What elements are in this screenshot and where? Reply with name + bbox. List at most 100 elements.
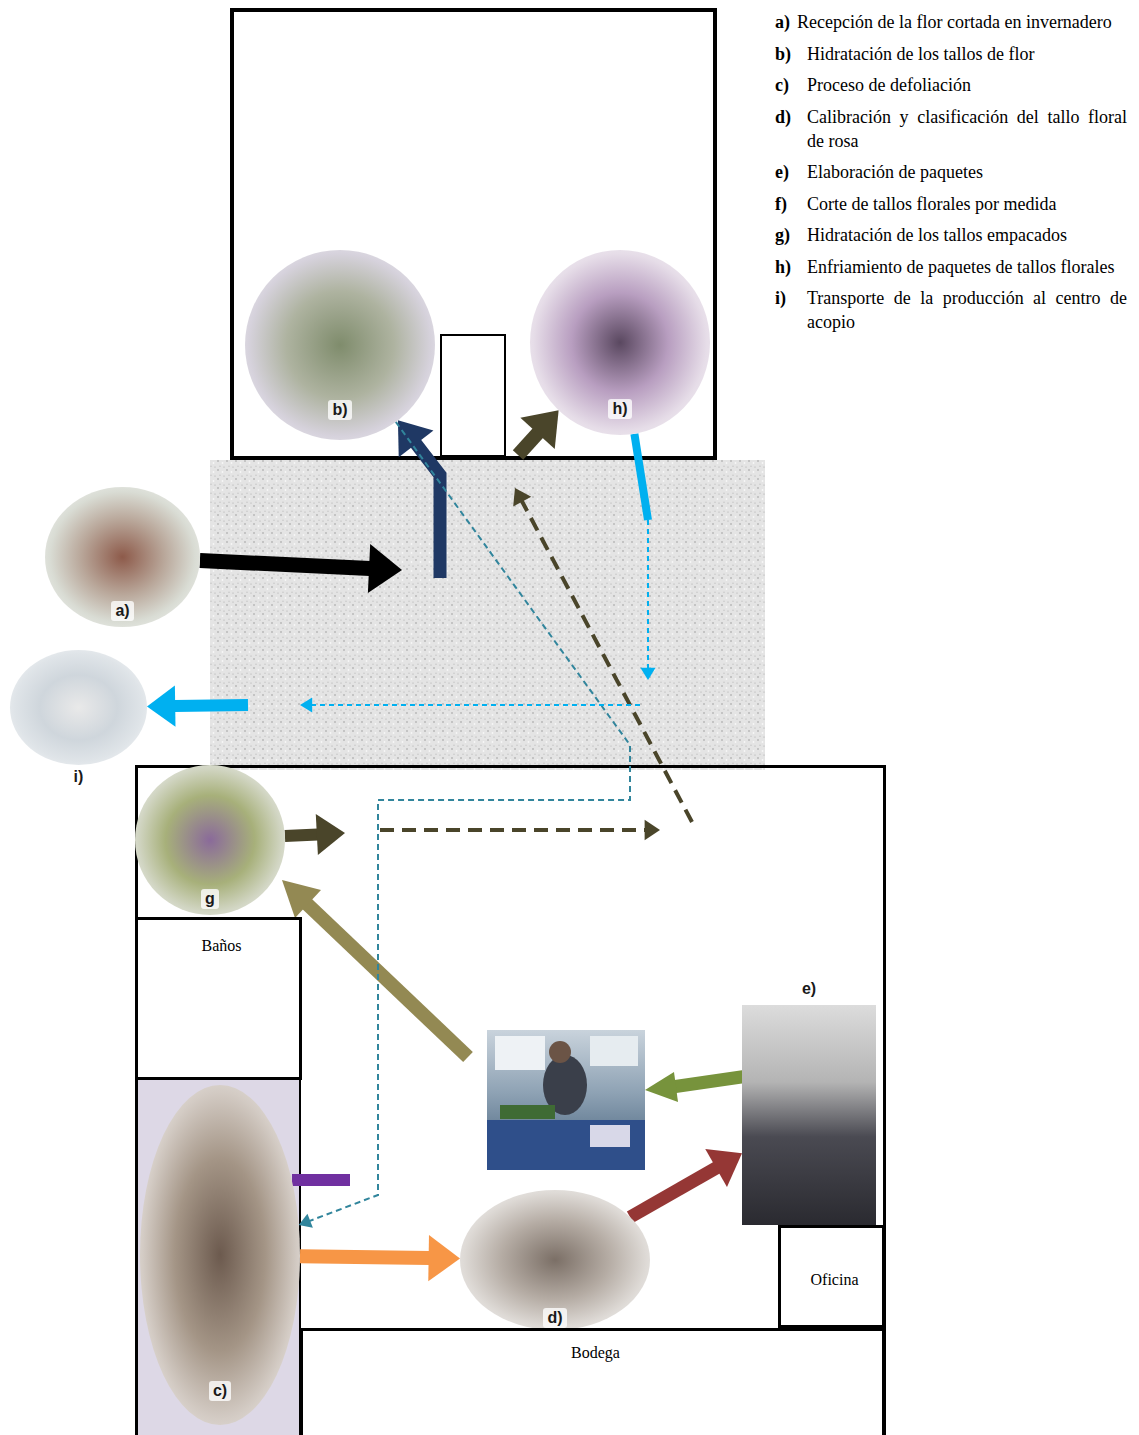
photo-circle: d) <box>460 1190 650 1330</box>
arrow-head <box>282 880 321 918</box>
arrow-head <box>398 420 434 457</box>
defoliation-exit-mark <box>292 1174 350 1186</box>
step-item: i)Transporte de la producción al centro … <box>775 286 1127 334</box>
arrow-head <box>316 814 345 855</box>
step-description: Corte de tallos florales por medida <box>807 192 1127 216</box>
step-item: a) Recepción de la flor cortada en invern… <box>775 10 1127 34</box>
arrow-shaft <box>672 1076 748 1087</box>
arrow-line <box>630 1168 717 1218</box>
arrow-line <box>285 834 318 836</box>
photo-circle: c) <box>140 1085 300 1425</box>
arrow-head <box>705 1149 742 1187</box>
step-letter: h) <box>775 255 807 279</box>
flow-arrow <box>300 1235 460 1281</box>
step-description: Hidratación de los tallos empacados <box>807 223 1127 247</box>
photo-worker-head <box>549 1041 571 1063</box>
arrow-line <box>174 705 248 706</box>
defoliation-area <box>137 1080 300 1435</box>
step-letter: a) <box>775 12 790 32</box>
arrow-shaft <box>305 902 468 1057</box>
photo-circle: i) <box>10 650 147 765</box>
step-item: g)Hidratación de los tallos empacados <box>775 223 1127 247</box>
step-letter: e) <box>775 160 807 184</box>
arrow-head <box>513 488 531 506</box>
cutting-to-hydration-arrow <box>282 880 468 1057</box>
arrow-line <box>300 1256 430 1258</box>
room-label: Bodega <box>571 1343 620 1363</box>
arrow-line <box>380 828 646 832</box>
step-letter: f) <box>775 192 807 216</box>
photo-circle: a) <box>45 487 200 627</box>
step-letter: g) <box>775 223 807 247</box>
room-label: Oficina <box>811 1270 859 1290</box>
step-letter: c) <box>209 1381 231 1401</box>
arrow-head <box>300 697 312 712</box>
arrow-head <box>147 685 176 726</box>
arrow-line <box>634 434 648 520</box>
arrow-line <box>522 501 692 822</box>
step-letter: c) <box>775 73 807 97</box>
step-letter: a) <box>111 601 133 621</box>
step-description: Hidratación de los tallos de flor <box>807 42 1127 66</box>
photo-circle: b) <box>245 250 435 440</box>
room-box: Baños <box>135 917 302 1080</box>
photo-circle: h) <box>530 250 710 435</box>
flow-arrow <box>299 422 630 1228</box>
step-letter: d) <box>775 105 807 153</box>
arrow-head <box>368 544 402 593</box>
step-item: f)Corte de tallos florales por medida <box>775 192 1127 216</box>
photo-stems <box>500 1105 555 1119</box>
gravel-yard <box>210 460 765 770</box>
arrow-line <box>518 433 538 455</box>
step-description: Calibración y clasificación del tallo fl… <box>807 105 1127 153</box>
step-letter: h) <box>608 399 631 419</box>
arrow-line <box>647 520 649 669</box>
photo-panel: e) <box>742 1005 876 1225</box>
step-letter: i) <box>70 767 88 787</box>
photo-box <box>590 1125 630 1147</box>
flow-arrow <box>285 410 692 855</box>
arrow-line <box>309 422 630 1221</box>
step-description: Recepción de la flor cortada en invernad… <box>797 12 1112 32</box>
flow-arrow <box>147 434 656 727</box>
process-legend: a) Recepción de la flor cortada en invern… <box>775 10 1127 342</box>
room-box: Bodega <box>300 1328 885 1435</box>
arrow-line <box>200 561 370 569</box>
step-item: c)Proceso de defoliación <box>775 73 1127 97</box>
step-description: Elaboración de paquetes <box>807 160 1127 184</box>
step-letter: g <box>201 889 219 909</box>
arrow-head <box>645 820 660 840</box>
arrow-head <box>520 410 558 449</box>
step-letter: d) <box>543 1308 566 1328</box>
photo-window <box>495 1036 545 1070</box>
room-box: Oficina <box>778 1225 885 1328</box>
step-item: h)Enfriamiento de paquetes de tallos flo… <box>775 255 1127 279</box>
step-letter: b) <box>775 42 807 66</box>
arrow-head <box>428 1235 460 1281</box>
packing-to-cutting-arrow <box>645 1072 748 1102</box>
flow-arrow <box>630 1149 742 1217</box>
arrow-line <box>416 443 441 578</box>
arrow-line <box>311 704 640 706</box>
step-description: Proceso de defoliación <box>807 73 1127 97</box>
flow-arrow <box>200 420 440 593</box>
step-item: b)Hidratación de los tallos de flor <box>775 42 1127 66</box>
step-letter: e) <box>798 979 820 999</box>
step-letter: b) <box>328 400 351 420</box>
cutting-photo <box>487 1030 645 1170</box>
room-label: Baños <box>202 936 242 956</box>
arrow-head <box>640 668 655 680</box>
photo-window <box>590 1036 638 1066</box>
photo-table <box>487 1120 645 1170</box>
cold-room-door <box>441 335 505 456</box>
step-description: Enfriamiento de paquetes de tallos flora… <box>807 255 1127 279</box>
step-item: d)Calibración y clasificación del tallo … <box>775 105 1127 153</box>
arrow-head <box>299 1214 313 1228</box>
arrow-head <box>645 1072 678 1102</box>
step-letter: i) <box>775 286 807 334</box>
cold-room-wall <box>232 10 715 458</box>
step-item: e)Elaboración de paquetes <box>775 160 1127 184</box>
photo-ground <box>487 1030 645 1170</box>
photo-circle: g <box>135 765 285 915</box>
step-description: Transporte de la producción al centro de… <box>807 286 1127 334</box>
